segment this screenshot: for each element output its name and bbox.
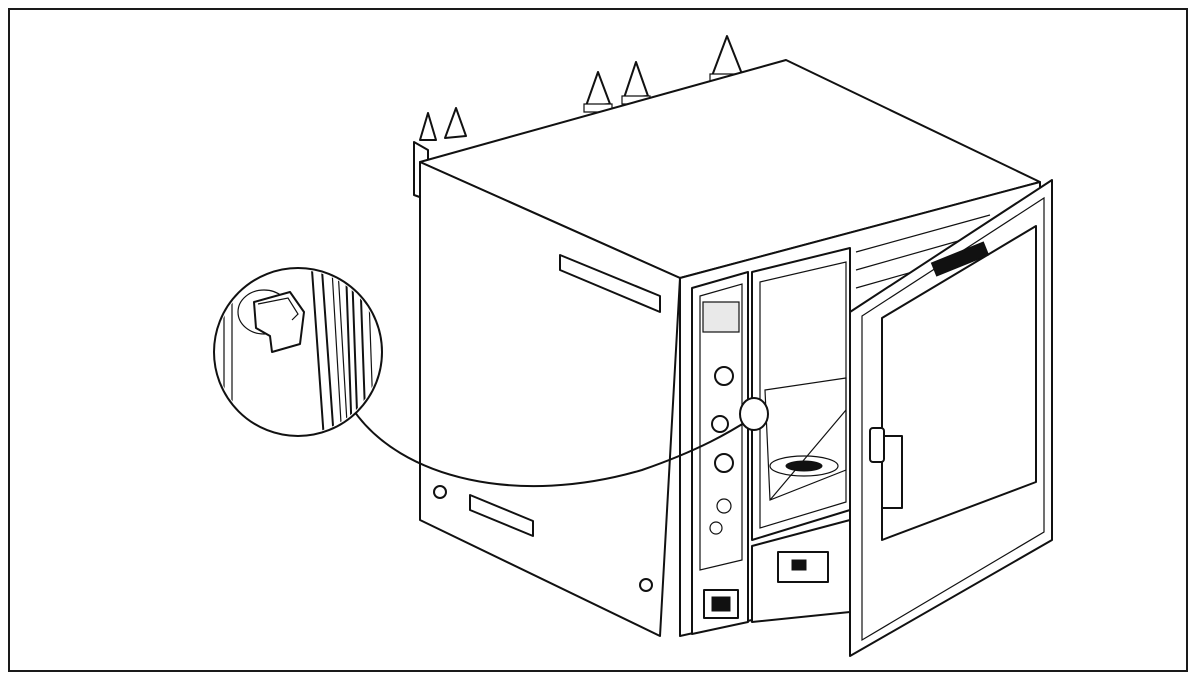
oven-cavity (751, 247, 851, 541)
control-panel (691, 271, 749, 635)
control-knob-icon (714, 366, 734, 386)
magnifier-icon (213, 267, 383, 437)
callout-line (351, 407, 753, 488)
door-latch-icon (253, 291, 305, 353)
